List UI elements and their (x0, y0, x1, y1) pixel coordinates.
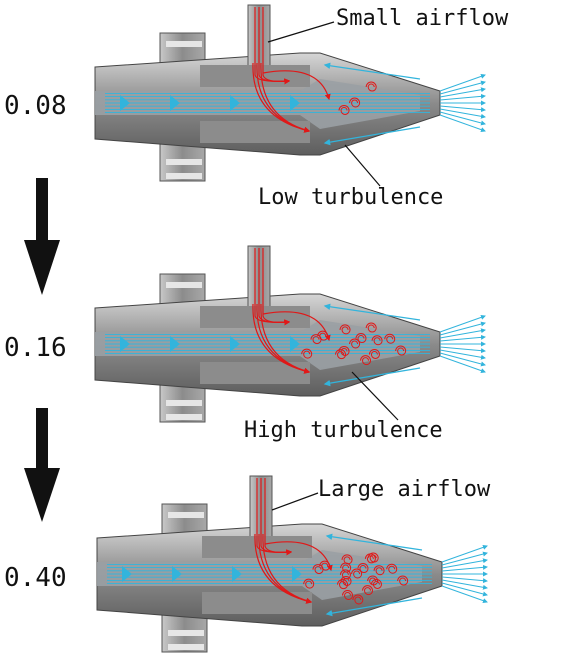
annotation-low-turbulence: Low turbulence (258, 185, 444, 210)
nozzle-section-1 (94, 4, 486, 182)
value-label-1: 0.08 (4, 91, 67, 121)
down-arrow-1 (24, 178, 60, 295)
leader-low-turbulence (344, 144, 381, 187)
down-arrow-2 (24, 408, 60, 522)
leader-high-turbulence (351, 371, 399, 421)
value-label-2: 0.16 (4, 333, 67, 363)
nozzle-section-2 (94, 245, 486, 423)
value-label-3: 0.40 (4, 563, 67, 593)
annotation-high-turbulence: High turbulence (244, 418, 443, 443)
annotation-large-airflow: Large airflow (318, 477, 491, 502)
leader-large-airflow (271, 492, 319, 511)
nozzle-section-3 (96, 475, 488, 653)
leader-small-airflow (267, 21, 335, 43)
annotation-small-airflow: Small airflow (336, 6, 509, 31)
